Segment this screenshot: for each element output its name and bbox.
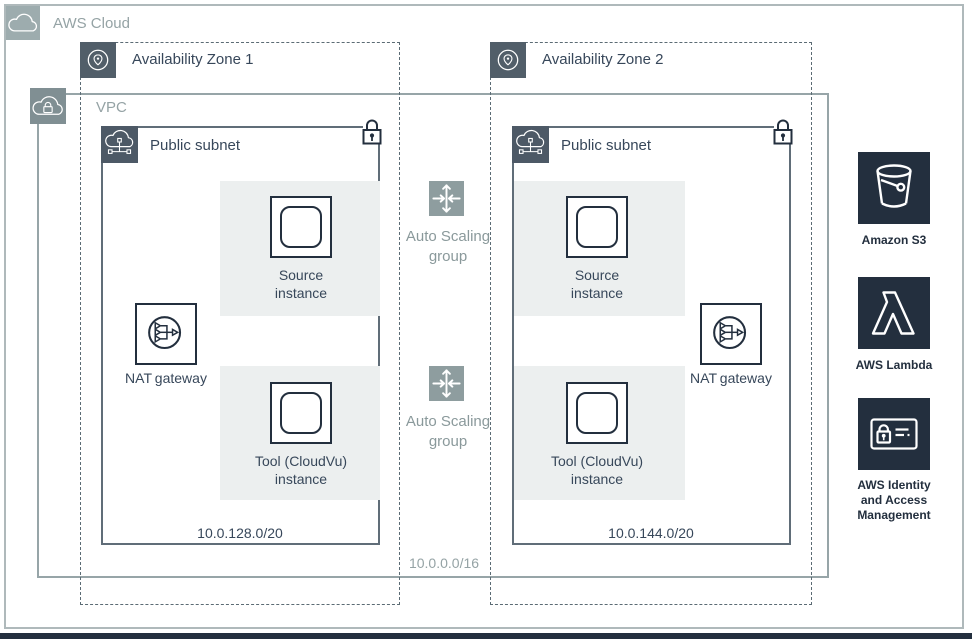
vpc-label: VPC	[96, 99, 127, 116]
vpc-group	[37, 93, 829, 578]
source-instance-label: Source instance	[570, 267, 624, 301]
s3-label: Amazon S3	[861, 233, 927, 247]
public-subnet-2-group	[512, 126, 791, 545]
lambda-label: AWS Lambda	[855, 358, 933, 372]
lock-icon	[361, 117, 383, 147]
public-subnet-1-group	[101, 126, 380, 545]
nat-gateway-label: NAT gateway	[125, 370, 207, 386]
nat-gateway-icon	[700, 303, 762, 365]
subnet-1-cidr-label: 10.0.128.0/20	[197, 525, 283, 541]
s3-bucket-icon	[858, 152, 930, 224]
nat-gateway-icon	[135, 303, 197, 365]
lambda-icon	[858, 277, 930, 349]
availability-zone-1-group	[80, 42, 400, 605]
public-subnet-icon	[101, 126, 138, 163]
public-subnet-1-label: Public subnet	[150, 137, 241, 154]
source-instance-icon	[566, 196, 628, 258]
vpc-cidr-label: 10.0.0.0/16	[408, 555, 480, 571]
cloud-icon	[6, 6, 40, 40]
subnet-2-cidr-label: 10.0.144.0/20	[608, 525, 694, 541]
vpc-icon	[30, 88, 66, 124]
aws-cloud-group	[4, 4, 964, 629]
availability-zone-icon	[490, 42, 526, 78]
aws-cloud-label: AWS Cloud	[53, 15, 130, 32]
availability-zone-2-group	[490, 42, 812, 605]
public-subnet-icon	[512, 126, 549, 163]
availability-zone-2-label: Availability Zone 2	[542, 51, 664, 68]
iam-icon	[858, 398, 930, 470]
auto-scaling-icon	[429, 181, 464, 216]
tool-instance-label: Tool (CloudVu) instance	[550, 453, 644, 487]
auto-scaling-group-label: Auto Scaling group	[405, 413, 491, 450]
availability-zone-icon	[80, 42, 116, 78]
auto-scaling-group-label: Auto Scaling group	[405, 228, 491, 265]
nat-gateway-label: NAT gateway	[690, 370, 772, 386]
iam-label: AWS Identity and Access Management	[857, 478, 931, 522]
tool-instance-label: Tool (CloudVu) instance	[254, 453, 348, 487]
source-instance-icon	[270, 196, 332, 258]
availability-zone-1-label: Availability Zone 1	[132, 51, 254, 68]
public-subnet-2-label: Public subnet	[561, 137, 652, 154]
tool-instance-icon	[566, 382, 628, 444]
auto-scaling-icon	[429, 366, 464, 401]
tool-instance-icon	[270, 382, 332, 444]
lock-icon	[772, 117, 794, 147]
source-instance-label: Source instance	[274, 267, 328, 301]
bottom-bar	[0, 633, 972, 639]
